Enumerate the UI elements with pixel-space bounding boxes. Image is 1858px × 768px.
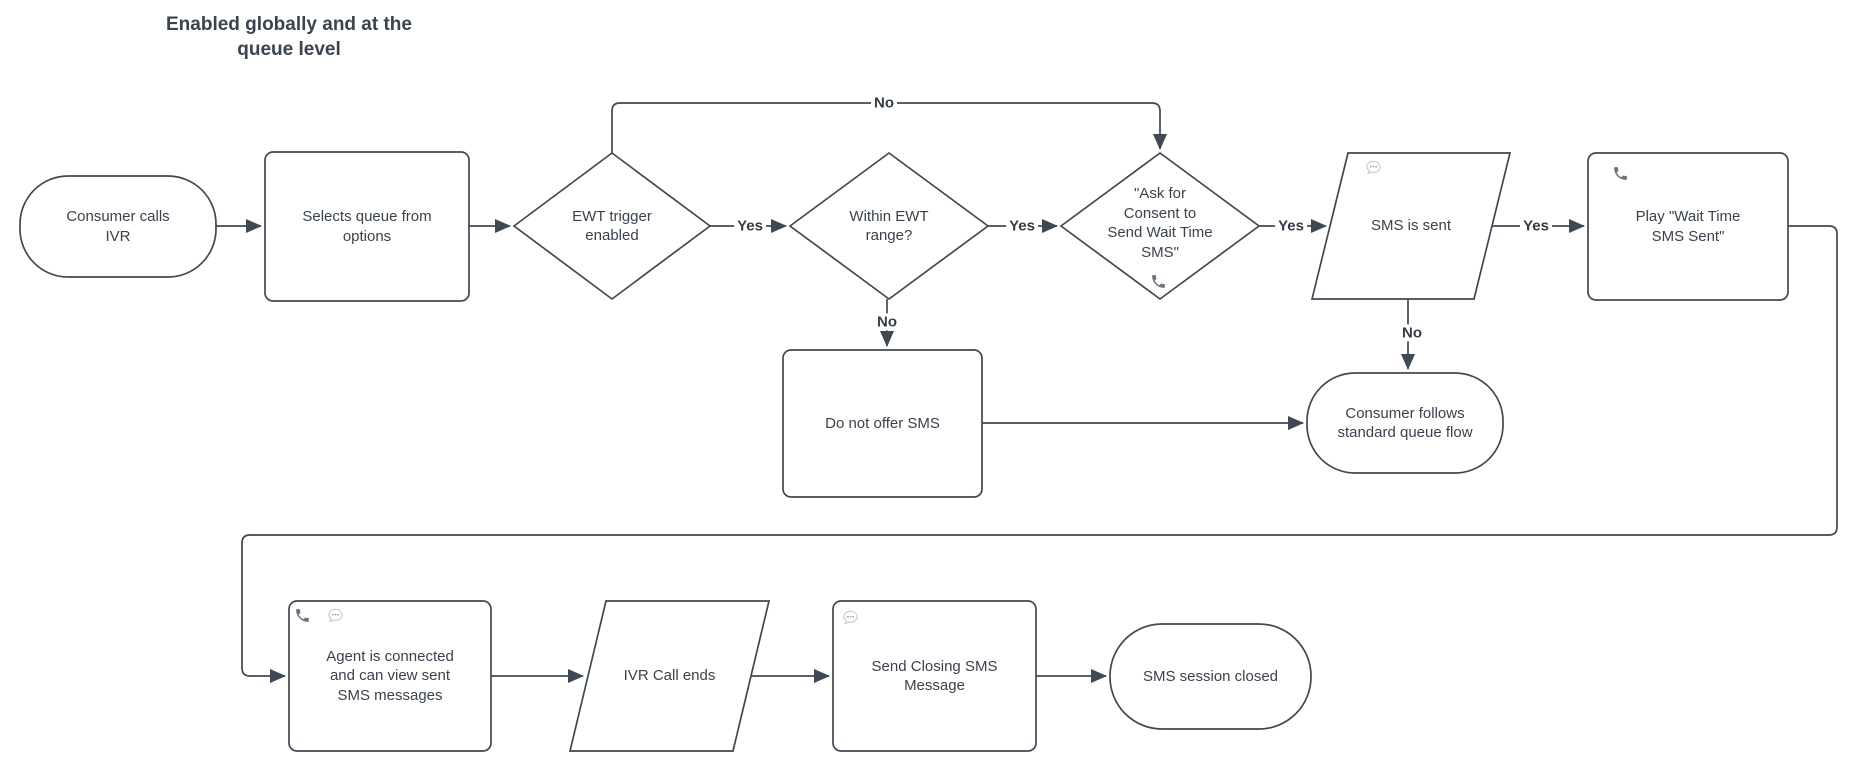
edge-play-to-agent (241, 225, 1838, 683)
message-icon (1364, 158, 1383, 177)
diagram-title: Enabled globally and at the queue level (166, 14, 412, 60)
node-consumer-calls-ivr[interactable]: Consumer calls IVR (66, 208, 170, 245)
node-play-wait-time-sms-sent[interactable]: Play "Wait Time SMS Sent" (1635, 208, 1741, 245)
phone-icon (294, 607, 311, 624)
phone-icon (1612, 165, 1629, 182)
node-ask-for-consent[interactable]: "Ask for Consent to Send Wait Time SMS" (1107, 185, 1213, 261)
edge-label-yes-ewt: Yes (734, 217, 766, 235)
shape-consumer-follows-standard-queue-flow (1306, 372, 1504, 474)
message-icon (326, 606, 345, 625)
edge-label-yes-within: Yes (1006, 217, 1038, 235)
node-ivr-call-ends[interactable]: IVR Call ends (623, 667, 716, 685)
shape-sms-is-sent (1310, 152, 1512, 300)
shape-ivr-call-ends (568, 600, 771, 752)
node-within-ewt-range[interactable]: Within EWT range? (849, 207, 929, 245)
edge-label-yes-ask: Yes (1275, 217, 1307, 235)
node-sms-session-closed[interactable]: SMS session closed (1142, 667, 1279, 685)
node-selects-queue[interactable]: Selects queue from options (302, 208, 432, 245)
node-ewt-trigger-enabled[interactable]: EWT trigger enabled (572, 207, 652, 245)
edge-label-no-top: No (871, 94, 897, 112)
message-icon (841, 608, 860, 627)
node-agent-is-connected[interactable]: Agent is connected and can view sent SMS… (326, 647, 454, 704)
edge-label-no-within: No (874, 313, 900, 331)
phone-icon (1150, 273, 1167, 290)
node-do-not-offer-sms[interactable]: Do not offer SMS (825, 414, 940, 432)
node-consumer-follows-standard-queue-flow[interactable]: Consumer follows standard queue flow (1337, 404, 1473, 442)
edge-label-yes-sms: Yes (1520, 217, 1552, 235)
shape-sms-session-closed (1109, 623, 1312, 730)
node-send-closing-sms-message[interactable]: Send Closing SMS Message (871, 657, 998, 695)
node-sms-is-sent[interactable]: SMS is sent (1370, 217, 1452, 235)
edge-label-no-sms: No (1399, 324, 1425, 342)
